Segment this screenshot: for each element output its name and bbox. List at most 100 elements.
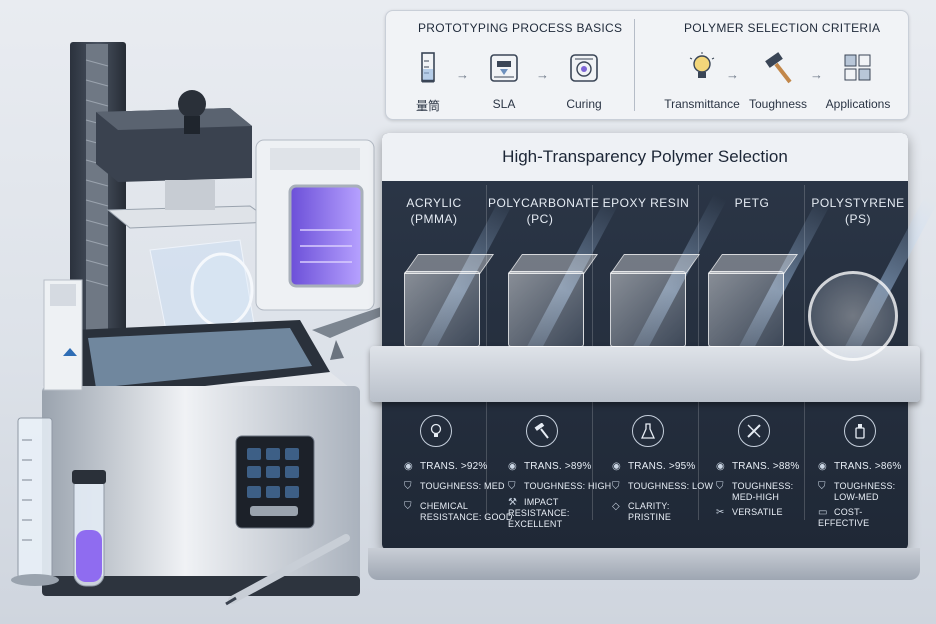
- polycarbonate-sample: [508, 271, 584, 347]
- shield-icon: ⛉: [612, 481, 620, 492]
- hammer-icon: [761, 51, 795, 85]
- sla-printer-icon: [487, 51, 521, 85]
- tough-value: LOW-MED: [834, 492, 879, 502]
- money-icon: ▭: [818, 507, 828, 518]
- step-sla: SLA: [464, 51, 544, 111]
- extra-value: VERSATILE: [732, 507, 783, 517]
- tough-label: TOUGHNESS:: [834, 481, 896, 491]
- material-abbr: (PS): [845, 212, 871, 226]
- toughness-value: ⛉ TOUGHNESS:MED-HIGH: [716, 481, 793, 503]
- eye-icon: ◉: [404, 461, 413, 472]
- step-label: SLA: [492, 97, 516, 111]
- shield-icon: ⛉: [508, 481, 516, 492]
- extra-property: ✂ VERSATILE: [716, 507, 783, 518]
- polystyrene-sample: [808, 271, 898, 361]
- tough-label: TOUGHNESS:: [524, 481, 586, 491]
- step-graduated-cylinder: 量筒: [388, 51, 468, 114]
- material-name: PETG: [700, 195, 804, 211]
- extra-label: IMPACT RESISTANCE:: [508, 497, 570, 518]
- step-label: Applications: [825, 97, 891, 111]
- material-name-text: POLYSTYRENE: [811, 196, 905, 210]
- extra-value: PRISTINE: [628, 512, 672, 522]
- tough-value: HIGH: [588, 481, 612, 491]
- lightbulb-icon: [420, 415, 452, 447]
- arrow-icon: →: [810, 67, 823, 82]
- shield-icon: ⛉: [404, 501, 412, 512]
- trans-value: ◉ TRANS. >89%: [508, 461, 592, 472]
- eye-icon: ◉: [818, 461, 827, 472]
- extra-label: CLARITY:: [628, 501, 670, 511]
- lightbulb-icon: [685, 51, 719, 85]
- step-label: Curing: [566, 97, 602, 111]
- tools-icon: [738, 415, 770, 447]
- tough-label: TOUGHNESS:: [628, 481, 690, 491]
- wrench-icon: ✂: [716, 507, 725, 518]
- extra-label: CHEMICAL: [420, 501, 469, 511]
- tough-value: MED: [484, 481, 505, 491]
- extra-value: RESISTANCE: GOOD: [420, 512, 513, 522]
- eye-icon: ◉: [716, 461, 725, 472]
- toughness-value: ⛉ TOUGHNESS:LOW-MED: [818, 481, 895, 503]
- step-label: 量筒: [415, 99, 440, 113]
- trans-value: ◉TRANS. >95%: [612, 461, 696, 472]
- material-name-text: ACRYLIC: [406, 196, 462, 210]
- material-name-text: PETG: [734, 196, 770, 210]
- trans-text: TRANS. >86%: [834, 461, 902, 472]
- curing-oven-icon: [567, 51, 601, 85]
- material-abbr: (PMMA): [410, 212, 458, 226]
- hammer-icon: [526, 415, 558, 447]
- shield-icon: ⛉: [404, 481, 412, 492]
- applications-grid-icon: [841, 51, 875, 85]
- extra-property: ⚒IMPACT RESISTANCE:EXCELLENT: [508, 497, 586, 530]
- eye-icon: ◉: [508, 461, 517, 472]
- diamond-icon: ◇: [612, 501, 620, 512]
- banner-divider: [634, 19, 635, 111]
- step-curing: Curing: [544, 51, 624, 111]
- toughness-value: ⛉ TOUGHNESS: MED: [404, 481, 505, 492]
- shield-icon: ⛉: [716, 481, 724, 492]
- laptop-base: [368, 548, 920, 580]
- extra-value: EXCELLENT: [508, 519, 563, 529]
- trans-text: TRANS. >95%: [628, 461, 696, 472]
- arrow-icon: →: [456, 67, 469, 82]
- step-label: Transmittance: [664, 97, 740, 111]
- tough-value: LOW: [692, 481, 714, 491]
- graduated-cylinder-icon: [411, 51, 445, 85]
- material-name: POLYCARBONATE (PC): [488, 195, 599, 227]
- hammer-icon: ⚒: [508, 497, 518, 508]
- material-name: EPOXY RESIN: [594, 195, 698, 211]
- petg-sample: [708, 271, 784, 347]
- tough-label: TOUGHNESS:: [420, 481, 482, 491]
- trans-text: TRANS. >92%: [420, 461, 488, 472]
- toughness-value: ⛉ TOUGHNESS: HIGH: [508, 481, 611, 492]
- tough-label: TOUGHNESS:: [732, 481, 794, 491]
- material-name-text: EPOXY RESIN: [602, 196, 690, 210]
- material-name: ACRYLIC (PMMA): [382, 195, 486, 227]
- trans-value: ◉ TRANS. >92%: [404, 461, 488, 472]
- trans-value: ◉ TRANS. >86%: [818, 461, 902, 472]
- flask-icon: [632, 415, 664, 447]
- tough-value: MED-HIGH: [732, 492, 780, 502]
- step-transmittance: Transmittance: [656, 51, 748, 111]
- extra-property: ◇ CLARITY:PRISTINE: [612, 501, 671, 523]
- bottle-icon: [844, 415, 876, 447]
- step-toughness: Toughness: [738, 51, 818, 111]
- material-name: POLYSTYRENE (PS): [806, 195, 910, 227]
- epoxy-sample: [610, 271, 686, 347]
- step-label: Toughness: [748, 97, 808, 111]
- trans-text: TRANS. >89%: [524, 461, 592, 472]
- material-abbr: (PC): [526, 212, 554, 226]
- extra-property: ▭COST-EFFECTIVE: [818, 507, 908, 529]
- trans-value: ◉TRANS. >88%: [716, 461, 800, 472]
- step-applications: Applications: [818, 51, 898, 111]
- arrow-icon: →: [536, 67, 549, 82]
- banner-left-title: PROTOTYPING PROCESS BASICS: [418, 21, 623, 35]
- toughness-value: ⛉ TOUGHNESS: LOW: [612, 481, 713, 492]
- display-shelf: [370, 346, 920, 402]
- banner-right-title: POLYMER SELECTION CRITERIA: [684, 21, 881, 35]
- arrow-icon: →: [726, 67, 739, 82]
- shield-icon: ⛉: [818, 481, 826, 492]
- process-banner: PROTOTYPING PROCESS BASICS POLYMER SELEC…: [385, 10, 909, 120]
- acrylic-sample: [404, 271, 480, 347]
